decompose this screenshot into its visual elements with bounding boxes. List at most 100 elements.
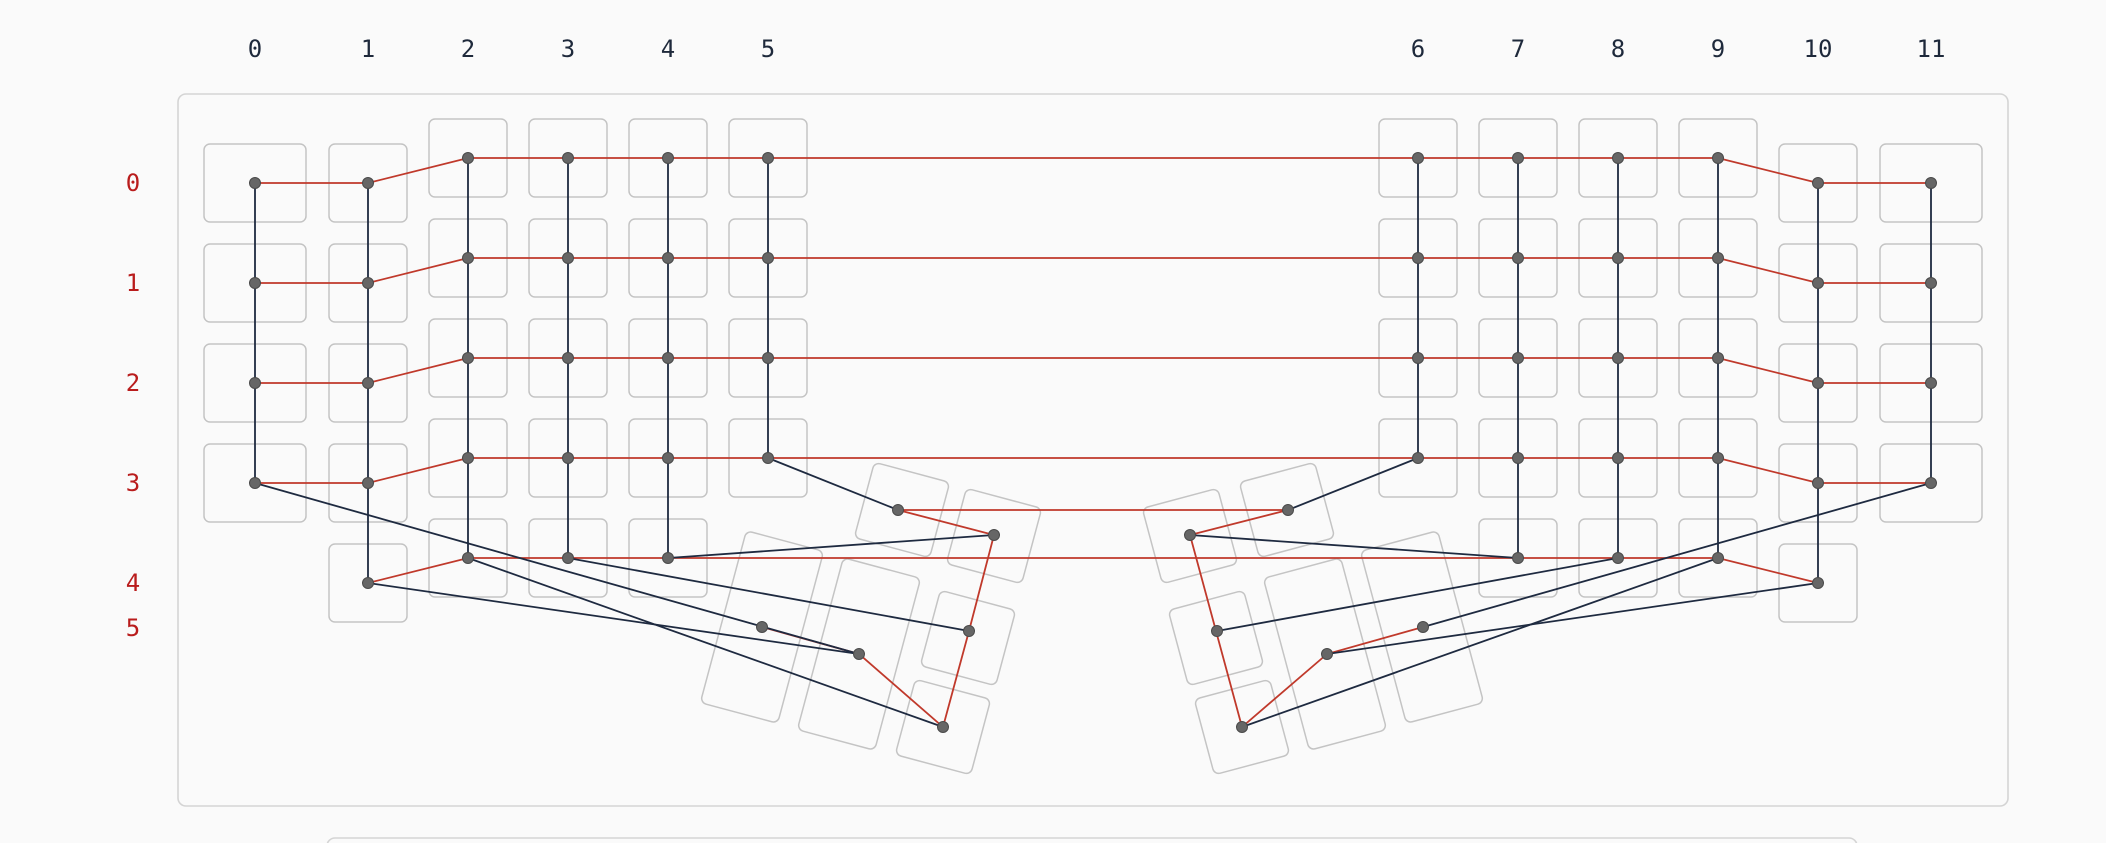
switch-node-tR5 — [1321, 648, 1333, 660]
switch-node-c7_2 — [1512, 352, 1524, 364]
switch-node-c3_0 — [562, 152, 574, 164]
row-label-3: 3 — [126, 469, 140, 497]
switch-node-c2_2 — [462, 352, 474, 364]
column-wire-4-thumb — [667, 534, 995, 559]
switch-node-c8_4 — [1612, 552, 1624, 564]
switch-node-c3_1 — [562, 252, 574, 264]
switch-node-c0_2 — [249, 377, 261, 389]
column-label-3: 3 — [561, 35, 575, 63]
switch-node-c11_2 — [1925, 377, 1937, 389]
thumb-key-left-3 — [920, 590, 1016, 686]
switch-node-tL4 — [937, 721, 949, 733]
column-label-1: 1 — [361, 35, 375, 63]
switch-node-c2_3 — [462, 452, 474, 464]
switch-node-c3_2 — [562, 352, 574, 364]
column-wire-8-thumb — [1216, 557, 1619, 632]
switch-node-c8_2 — [1612, 352, 1624, 364]
switch-node-c1_1 — [362, 277, 374, 289]
switch-node-tR3 — [1211, 625, 1223, 637]
switch-node-c11_3 — [1925, 477, 1937, 489]
switch-node-c10_0 — [1812, 177, 1824, 189]
row-label-0: 0 — [126, 169, 140, 197]
switch-node-c8_3 — [1612, 452, 1624, 464]
switch-node-c8_0 — [1612, 152, 1624, 164]
switch-node-c0_3 — [249, 477, 261, 489]
switch-node-c5_0 — [762, 152, 774, 164]
switch-node-c8_1 — [1612, 252, 1624, 264]
switch-node-tL2 — [988, 529, 1000, 541]
column-wire-6-thumb — [1287, 457, 1419, 511]
switch-node-c9_3 — [1712, 452, 1724, 464]
column-label-11: 11 — [1917, 35, 1946, 63]
switch-node-c11_1 — [1925, 277, 1937, 289]
column-label-0: 0 — [248, 35, 262, 63]
switch-node-c4_4 — [662, 552, 674, 564]
switch-node-c3_3 — [562, 452, 574, 464]
column-wire-7-thumb — [1189, 534, 1519, 559]
switch-node-c3_4 — [562, 552, 574, 564]
row-wire-0 — [255, 157, 1931, 184]
row-wire-2 — [255, 357, 1931, 384]
switch-node-c1_3 — [362, 477, 374, 489]
switch-node-c11_0 — [1925, 177, 1937, 189]
switch-node-c9_0 — [1712, 152, 1724, 164]
column-label-7: 7 — [1511, 35, 1525, 63]
row-wire-3 — [255, 457, 1931, 484]
switch-node-c2_4 — [462, 552, 474, 564]
switch-node-c1_0 — [362, 177, 374, 189]
switch-node-tL5 — [756, 621, 768, 633]
row-label-4: 4 — [126, 569, 140, 597]
switch-node-c4_2 — [662, 352, 674, 364]
switch-node-c2_0 — [462, 152, 474, 164]
switch-node-c6_2 — [1412, 352, 1424, 364]
thumb-key-right-3 — [1168, 590, 1264, 686]
switch-node-c6_1 — [1412, 252, 1424, 264]
column-wire-9-thumb — [1241, 557, 1719, 728]
switch-node-c10_3 — [1812, 477, 1824, 489]
switch-node-c5_3 — [762, 452, 774, 464]
switch-node-c10_1 — [1812, 277, 1824, 289]
column-label-5: 5 — [761, 35, 775, 63]
switch-node-c4_3 — [662, 452, 674, 464]
switch-node-c1_2 — [362, 377, 374, 389]
row-label-2: 2 — [126, 369, 140, 397]
column-wire-5-thumb — [767, 457, 899, 511]
switch-nodes — [249, 152, 1937, 733]
matrix-panel — [177, 93, 2009, 807]
switch-node-tR2 — [1282, 504, 1294, 516]
switch-node-c4_1 — [662, 252, 674, 264]
switch-node-c7_0 — [1512, 152, 1524, 164]
switch-node-c7_1 — [1512, 252, 1524, 264]
switch-node-c6_3 — [1412, 452, 1424, 464]
switch-node-c0_0 — [249, 177, 261, 189]
column-label-8: 8 — [1611, 35, 1625, 63]
column-label-4: 4 — [661, 35, 675, 63]
switch-node-c10_4 — [1812, 577, 1824, 589]
column-wire-2-thumb — [467, 557, 944, 728]
column-label-6: 6 — [1411, 35, 1425, 63]
row-wire-1 — [255, 257, 1931, 284]
switch-node-tR6 — [1417, 621, 1429, 633]
switch-node-tL3 — [963, 625, 975, 637]
lower-panel-edge — [326, 837, 1858, 843]
column-wire-11-thumb — [1422, 482, 1932, 628]
switch-node-c5_1 — [762, 252, 774, 264]
switch-node-tR4 — [1236, 721, 1248, 733]
switch-node-c2_1 — [462, 252, 474, 264]
column-wire-10-thumb — [1326, 582, 1819, 655]
switch-node-c9_1 — [1712, 252, 1724, 264]
switch-node-c5_2 — [762, 352, 774, 364]
switch-node-c0_1 — [249, 277, 261, 289]
switch-node-c6_0 — [1412, 152, 1424, 164]
column-label-10: 10 — [1804, 35, 1833, 63]
column-label-2: 2 — [461, 35, 475, 63]
switch-node-tR1 — [1184, 529, 1196, 541]
switch-node-tL6 — [853, 648, 865, 660]
switch-node-c9_2 — [1712, 352, 1724, 364]
column-wire-1-thumb — [367, 582, 860, 655]
switch-node-c9_4 — [1712, 552, 1724, 564]
row-wire-4 — [367, 557, 1819, 584]
